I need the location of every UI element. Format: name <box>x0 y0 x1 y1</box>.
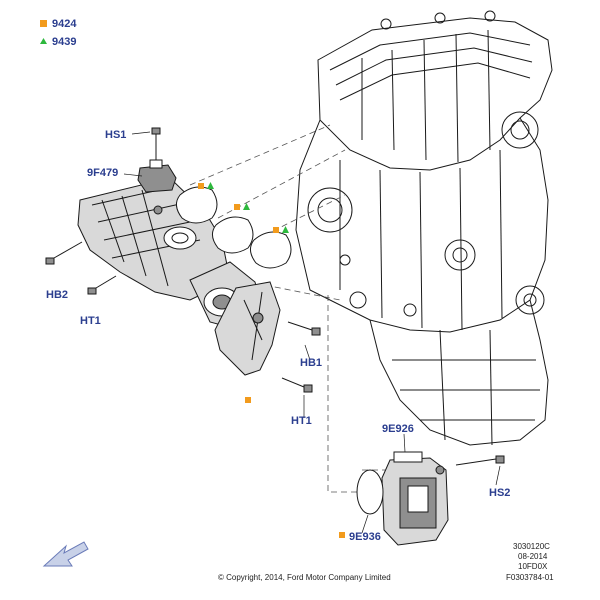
legend: 9424 9439 <box>40 18 77 48</box>
marker-triangle-gasket-1 <box>207 182 214 189</box>
part-labels: HS1 9F479 HB2 HT1 HB1 HT1 9E926 HS2 9E93… <box>46 129 510 543</box>
meta-line-1: 3030120C <box>513 542 550 551</box>
label-ht1-right: HT1 <box>291 415 312 427</box>
leader-lines <box>123 131 501 534</box>
meta-line-4: F0303784-01 <box>506 573 554 582</box>
marker-square-o-ring <box>339 532 345 538</box>
bolt-hs1 <box>151 127 161 160</box>
label-9f479: 9F479 <box>87 167 118 179</box>
label-ht1-left: HT1 <box>80 315 101 327</box>
bolt-hs2 <box>455 455 505 466</box>
label-hb1: HB1 <box>300 357 322 369</box>
marker-square-gasket-1 <box>198 183 204 189</box>
marker-square-lower <box>245 397 251 403</box>
marker-triangle-gasket-2 <box>243 203 250 210</box>
meta-line-3: 10FD0X <box>518 562 548 571</box>
marker-square-gasket-3 <box>273 227 279 233</box>
marker-square-gasket-2 <box>234 204 240 210</box>
gaskets <box>176 186 292 269</box>
diagram-meta: 3030120C 08-2014 10FD0X F0303784-01 © Co… <box>218 542 554 582</box>
meta-line-2: 08-2014 <box>518 552 548 561</box>
legend-code-9424: 9424 <box>52 18 77 30</box>
legend-triangle-marker <box>40 38 47 44</box>
legend-square-marker <box>40 20 47 27</box>
legend-code-9439: 9439 <box>52 36 76 48</box>
label-9e936: 9E936 <box>349 531 381 543</box>
stud-ht1-left <box>87 275 117 295</box>
label-hs2: HS2 <box>489 487 510 499</box>
map-sensor <box>137 159 177 193</box>
bolt-hb2 <box>45 241 83 265</box>
o-ring <box>356 469 384 515</box>
label-hb2: HB2 <box>46 289 68 301</box>
view-direction-arrow-icon <box>42 541 89 567</box>
copyright-text: © Copyright, 2014, Ford Motor Company Li… <box>218 573 391 582</box>
intake-manifold <box>77 177 281 376</box>
bolt-hb1 <box>287 321 321 336</box>
label-9e926: 9E926 <box>382 423 414 435</box>
part-markers <box>198 182 345 538</box>
engine-block <box>295 10 553 446</box>
throttle-body <box>381 451 449 546</box>
stud-ht1-right <box>281 377 313 393</box>
marker-triangle-gasket-3 <box>282 226 289 233</box>
label-hs1: HS1 <box>105 129 126 141</box>
fasteners <box>45 127 505 466</box>
